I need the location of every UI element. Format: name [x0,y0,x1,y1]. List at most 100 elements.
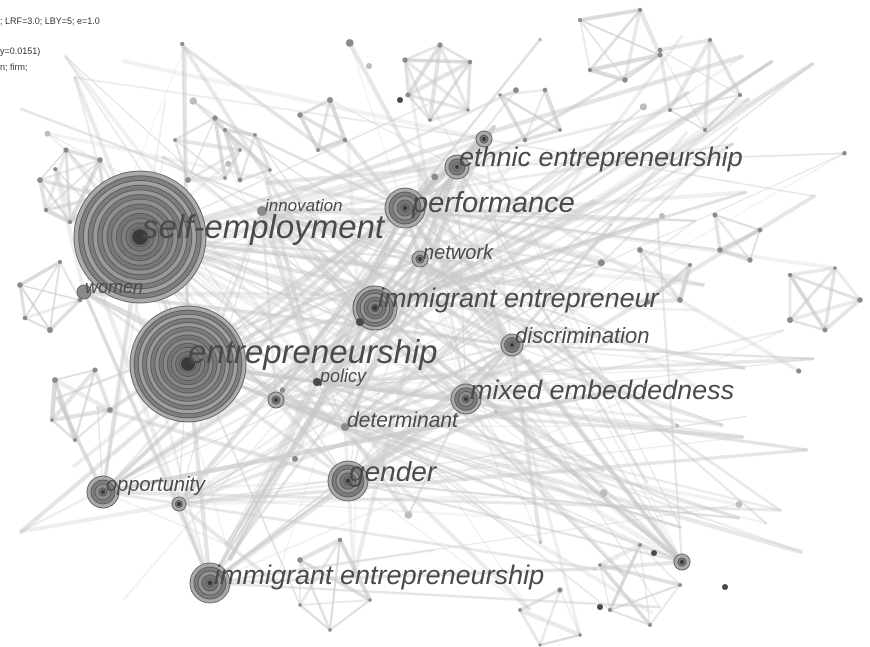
spoke-edge [483,138,815,198]
bridge-edge [403,53,662,210]
header-line-3: n; firm; [0,62,28,72]
cluster-node [297,557,303,563]
hub-edge [259,208,320,385]
cluster-edge [646,263,692,304]
label-layer: self-employment entrepreneurship immigra… [85,142,743,590]
spoke-edge [260,209,705,287]
spoke-edge [417,164,684,564]
spoke-edge [264,165,459,185]
label-immigrant-entrepreneur: immigrant entrepreneur [378,283,660,313]
cluster-edge [608,583,682,612]
hub-edge [419,138,485,260]
cluster-edge [64,148,102,162]
cluster-node [657,47,663,53]
spoke-edge [447,258,684,564]
spoke-edge [137,234,532,612]
hub-edge [343,425,684,564]
cluster-edge [67,157,103,225]
cluster-edge [833,266,862,302]
cluster-node [47,327,53,333]
cluster-edge [64,148,72,224]
spoke-edge [510,343,814,360]
minor-node [796,368,802,374]
minor-node [735,500,743,508]
node-gender-core [345,478,351,484]
hub-edge [101,206,407,494]
hub-edge [344,398,467,428]
label-ethnic-entrepreneurship: ethnic entrepreneurship [459,142,743,172]
hub-edge [482,137,514,347]
cluster-node [688,263,692,267]
cluster-edge [713,213,722,252]
spoke-edge [455,165,613,226]
bridge-edge [455,165,582,637]
minor-node [225,160,232,167]
spoke-edge [372,305,626,577]
cluster-edge [38,178,48,212]
cluster-node [757,227,763,233]
spoke-edge [177,415,747,505]
spoke-edge [265,181,407,210]
cluster-edge [73,368,97,442]
hub-edge [176,397,468,506]
cluster-edge [608,608,652,627]
cluster-edge [677,262,693,303]
cluster-edge [52,377,78,443]
cluster-node [63,147,69,153]
cluster-node [707,37,713,43]
cluster-node [645,299,651,305]
cluster-edge [427,42,443,123]
cluster-edge [658,48,672,112]
cluster-edge [579,19,591,71]
cluster-edge [498,88,547,97]
node-light-2 [366,63,372,69]
cluster-edge [23,298,82,320]
spoke-edge [315,380,745,439]
label-women: women [85,277,143,297]
spoke-edge [346,479,740,520]
spoke-edge [511,344,723,426]
cluster-node [173,138,177,142]
cluster-edge [703,38,712,132]
cluster-edge [438,43,472,64]
cluster-node [668,108,672,112]
spoke-edge [101,490,782,512]
hub-edge [465,398,683,563]
minor-node [513,87,519,94]
hub-edge [346,479,684,564]
cluster-edge [18,283,27,320]
spoke-edge [274,398,768,525]
cluster-node [405,92,411,98]
cluster-edge [18,283,52,332]
cluster-edge [38,158,102,182]
cluster-edge [713,213,762,232]
spoke-edge [373,261,603,310]
spoke-edge [274,324,361,584]
cluster-edge [48,298,82,332]
minor-node [538,37,542,42]
spoke-edge [180,42,362,327]
label-innovation: innovation [265,196,343,215]
cluster-edge [667,37,713,113]
node-determinant [341,423,349,431]
spoke-edge [261,210,696,222]
cluster-node [466,108,470,112]
spoke-edge [102,491,228,546]
cluster-node [657,52,663,58]
cluster-node [678,583,682,587]
cluster-edge [823,266,837,332]
cluster-edge [749,229,761,261]
cluster-edge [52,377,113,413]
spoke-edge [315,356,815,384]
cluster-edge [579,19,661,56]
cluster-edge [403,58,432,122]
spoke-edge [162,156,263,212]
spoke-edge [176,62,814,506]
cluster-node [518,608,522,612]
spoke-edge [455,165,612,394]
cluster-edge [315,137,348,153]
cluster-node [22,315,28,321]
spoke-edge [208,329,785,585]
node-discrimination-core [510,343,514,347]
node-opportunity-neighbor-core [177,502,181,506]
